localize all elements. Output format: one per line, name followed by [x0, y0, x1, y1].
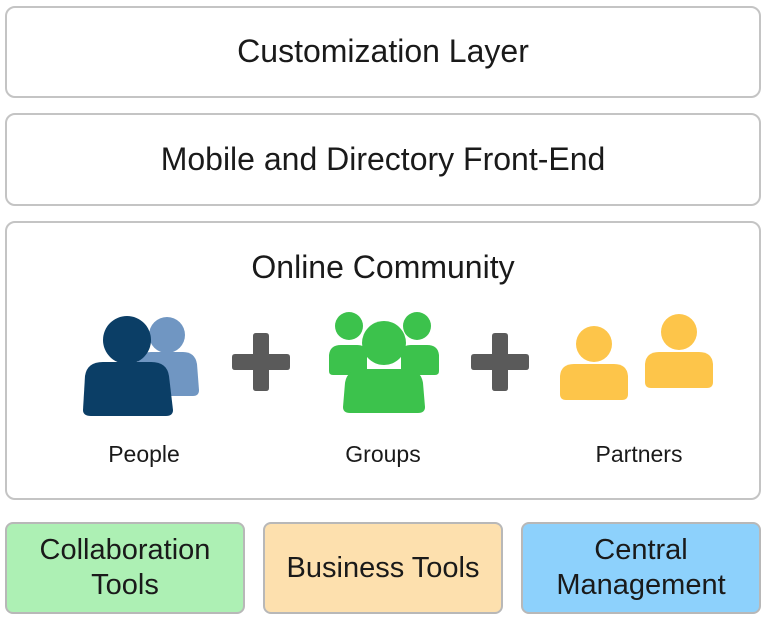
central-management-line1: Central	[594, 534, 688, 567]
partners-icon	[560, 314, 713, 400]
collaboration-tools-box: Collaboration Tools	[5, 522, 245, 614]
business-tools-label: Business Tools	[286, 551, 480, 584]
online-community-box: Online Community	[5, 221, 761, 500]
groups-label: Groups	[345, 441, 421, 467]
collaboration-tools-line2: Tools	[91, 569, 159, 601]
online-community-title: Online Community	[251, 249, 515, 285]
groups-icon	[329, 312, 439, 413]
people-icon-front-person	[83, 316, 173, 416]
partners-label: Partners	[595, 441, 683, 467]
plus-icon-2	[471, 333, 529, 391]
central-management-box: Central Management	[521, 522, 761, 614]
mobile-directory-front-end-title: Mobile and Directory Front-End	[160, 141, 606, 177]
people-label: People	[108, 441, 180, 467]
collaboration-tools-line1: Collaboration	[39, 534, 211, 567]
central-management-line2: Management	[556, 569, 726, 601]
plus-icon-1	[232, 333, 290, 391]
customization-layer-title: Customization Layer	[237, 33, 529, 69]
people-icon	[83, 316, 199, 416]
customization-layer-box: Customization Layer	[5, 6, 761, 98]
mobile-directory-front-end-box: Mobile and Directory Front-End	[5, 113, 761, 206]
business-tools-box: Business Tools	[263, 522, 503, 614]
